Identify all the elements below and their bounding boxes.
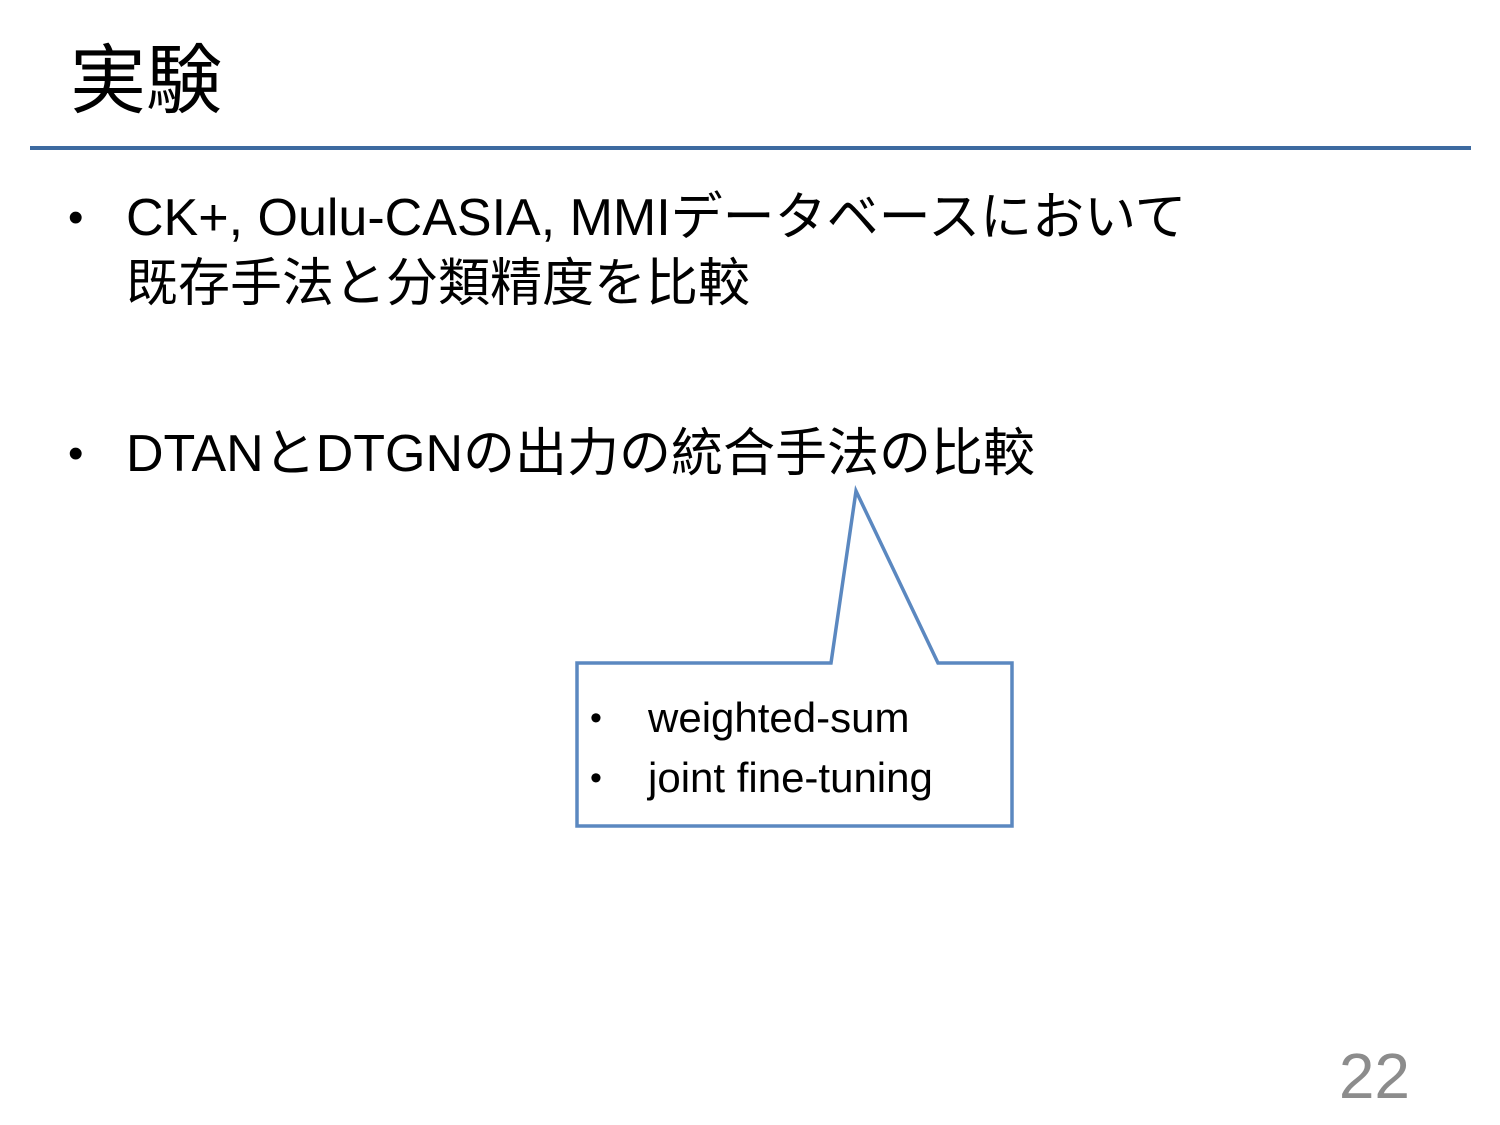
title-divider [30, 146, 1471, 150]
bullet-glyph: • [68, 429, 84, 478]
callout-bullet-list: • weighted-sum • joint fine-tuning [590, 688, 1000, 808]
bullet-text-line2: 既存手法と分類精度を比較 [126, 255, 751, 313]
bullet-text-line1: CK+, Oulu-CASIA, MMIデータベースにおいて [126, 189, 1187, 247]
main-bullet-list: • CK+, Oulu-CASIA, MMIデータベースにおいて 既存手法と分類… [68, 185, 1428, 487]
bullet-glyph: • [590, 699, 602, 737]
bullet-glyph: • [590, 759, 602, 797]
callout-item-text: weighted-sum [648, 694, 910, 741]
bullet-text-line1: DTANとDTGNの出力の統合手法の比較 [126, 425, 1036, 483]
callout-item-weighted-sum: • weighted-sum [590, 688, 1000, 748]
bullet-item-databases: • CK+, Oulu-CASIA, MMIデータベースにおいて 既存手法と分類… [68, 185, 1428, 317]
bullet-glyph: • [68, 193, 84, 242]
callout-outline [575, 485, 1014, 828]
callout-item-text: joint fine-tuning [648, 754, 933, 801]
slide-title: 実験 [70, 39, 222, 124]
callout-item-joint-fine-tuning: • joint fine-tuning [590, 748, 1000, 808]
bullet-item-integration: • DTANとDTGNの出力の統合手法の比較 [68, 421, 1428, 487]
page-number: 22 [1338, 1040, 1410, 1112]
